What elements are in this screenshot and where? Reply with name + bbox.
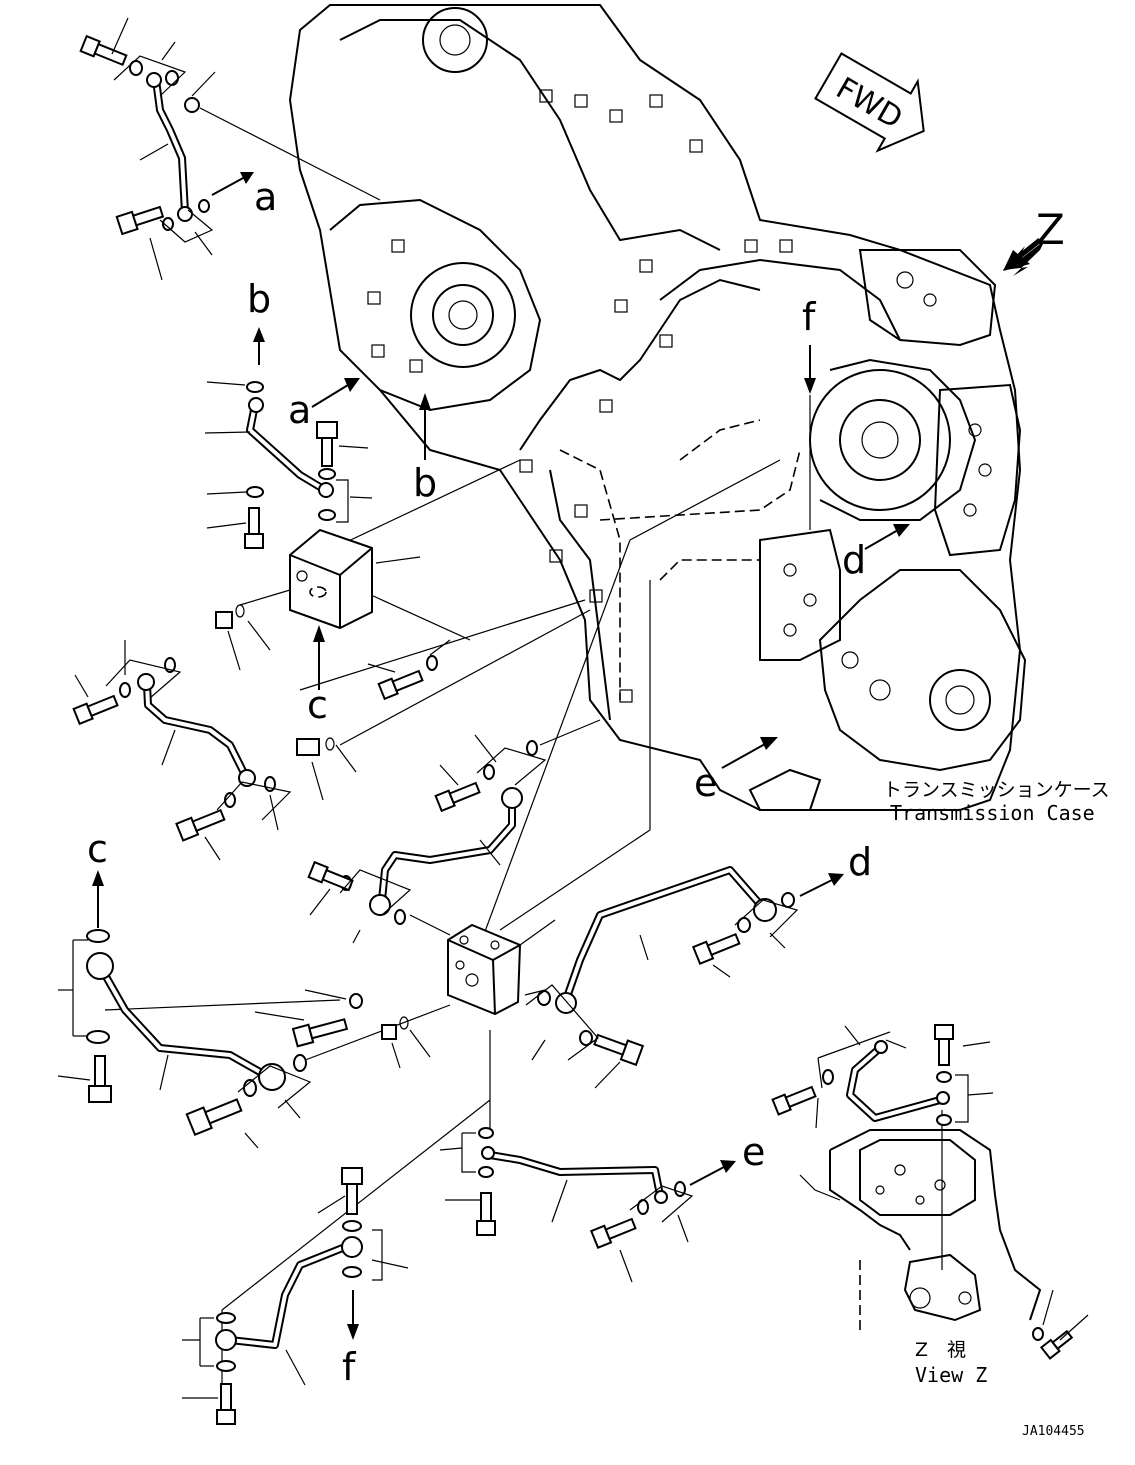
callout-leaders bbox=[57, 17, 1089, 1399]
label-a-upper: a bbox=[254, 175, 277, 219]
label-f-pipe: f bbox=[342, 1345, 357, 1389]
view-z-en: View Z bbox=[915, 1363, 987, 1387]
label-c-left: c bbox=[87, 827, 108, 871]
oil-pipes bbox=[96, 76, 944, 1349]
o-rings bbox=[235, 604, 409, 1030]
view-z-arrow: Z bbox=[1003, 205, 1065, 276]
label-e-casing: e bbox=[694, 761, 717, 805]
label-f-casing: f bbox=[802, 295, 817, 339]
label-e-pipe: e bbox=[742, 1130, 765, 1174]
label-b-upper: b bbox=[247, 277, 271, 321]
adapter-block-lower bbox=[447, 923, 522, 1016]
transmission-case-jp: トランスミッションケース bbox=[883, 779, 1110, 801]
label-d-pipe: d bbox=[848, 840, 872, 884]
view-z-jp: Z 視 bbox=[915, 1339, 966, 1361]
view-z-label: Z bbox=[1036, 205, 1065, 254]
transmission-housing bbox=[288, 4, 1027, 811]
label-b-lower: b bbox=[413, 461, 437, 505]
drawing-code: JA104455 bbox=[1022, 1424, 1085, 1439]
label-a-lower: a bbox=[288, 388, 311, 432]
adapter-block-upper bbox=[289, 528, 373, 630]
view-z-inset: Z 視 View Z bbox=[799, 1129, 1042, 1387]
label-c-block: c bbox=[307, 683, 328, 727]
fwd-direction-arrow: FWD bbox=[814, 52, 925, 153]
connection-markers: a a b b c c d d e e f f bbox=[87, 172, 910, 1389]
label-d-casing: d bbox=[842, 538, 866, 582]
bolts bbox=[72, 34, 1074, 1425]
transmission-case-en: Transmission Case bbox=[890, 801, 1095, 825]
